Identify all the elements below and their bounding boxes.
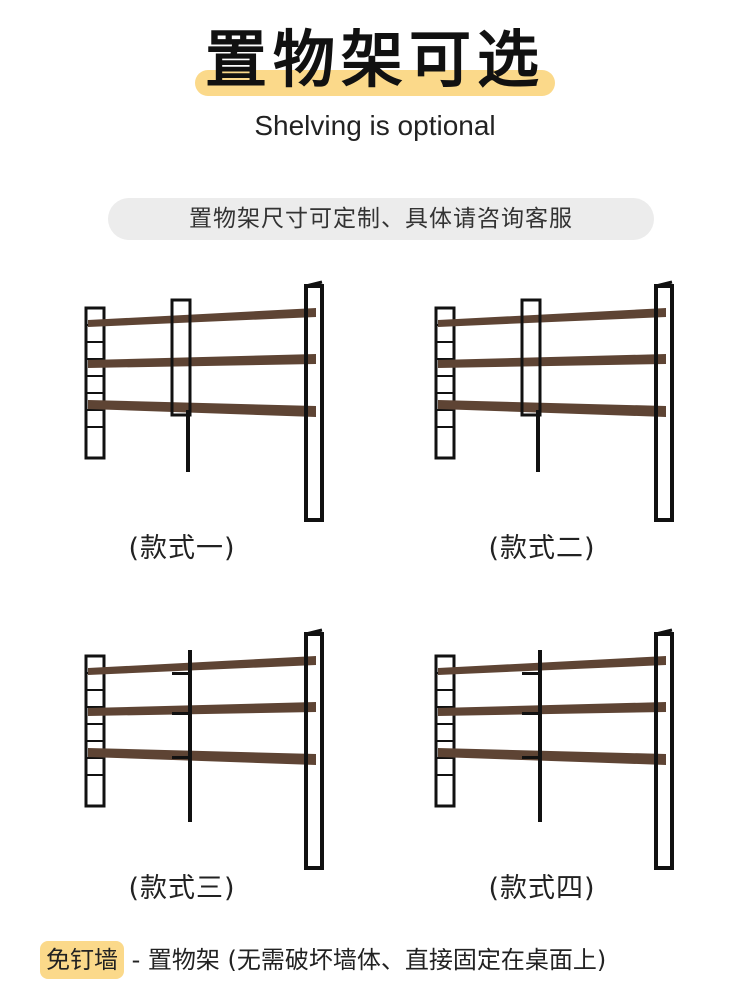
- left-ladder-frame: [84, 654, 106, 808]
- wood-shelf-board: [88, 702, 316, 716]
- wood-shelf-board: [88, 656, 316, 675]
- left-ladder-frame: [84, 306, 106, 460]
- wood-shelf-board: [88, 308, 316, 327]
- wood-shelf-board: [438, 748, 666, 765]
- shelf-style-4-image: [430, 628, 680, 873]
- left-ladder-frame: [434, 654, 456, 808]
- post-bracket: [172, 756, 192, 759]
- wood-shelf-board: [88, 748, 316, 765]
- title-area: 置物架可选: [0, 22, 750, 98]
- middle-leg: [186, 410, 190, 472]
- page-title: 置物架可选: [194, 22, 555, 98]
- post-bracket: [522, 712, 542, 715]
- middle-post: [188, 650, 192, 822]
- right-tall-frame: [654, 632, 674, 870]
- page-subtitle: Shelving is optional: [254, 110, 496, 141]
- wood-shelf-board: [438, 400, 666, 417]
- middle-leg: [536, 410, 540, 472]
- middle-post: [538, 650, 542, 822]
- right-frame-top: [655, 280, 673, 288]
- right-frame-top: [305, 280, 323, 288]
- right-tall-frame: [304, 284, 324, 522]
- right-tall-frame: [654, 284, 674, 522]
- footer-note: 免钉墙 - 置物架 (无需破坏墙体、直接固定在桌面上): [40, 940, 720, 980]
- customization-notice: 置物架尺寸可定制、具体请咨询客服: [108, 198, 654, 240]
- wood-shelf-board: [438, 308, 666, 327]
- shelf-style-3-drawing: [84, 628, 324, 870]
- wood-shelf-board: [88, 354, 316, 368]
- post-bracket: [522, 672, 542, 675]
- style-4-caption: (款式四): [488, 873, 596, 904]
- right-tall-frame: [304, 632, 324, 870]
- post-bracket: [172, 712, 192, 715]
- footer-text: - 置物架 (无需破坏墙体、直接固定在桌面上): [124, 946, 607, 974]
- style-3-caption: (款式三): [128, 873, 236, 904]
- post-bracket: [172, 672, 192, 675]
- shelf-style-1-drawing: [84, 280, 324, 522]
- no-drill-tag: 免钉墙: [40, 941, 124, 979]
- middle-frame: [170, 298, 192, 417]
- shelf-style-1-image: [80, 280, 330, 525]
- style-1-caption: (款式一): [128, 533, 236, 564]
- left-ladder-frame: [434, 306, 456, 460]
- post-bracket: [522, 756, 542, 759]
- shelf-style-4-drawing: [434, 628, 674, 870]
- right-frame-top: [655, 628, 673, 636]
- wood-shelf-board: [438, 702, 666, 716]
- wood-shelf-board: [438, 656, 666, 675]
- style-2-caption: (款式二): [488, 533, 596, 564]
- wood-shelf-board: [88, 400, 316, 417]
- middle-frame: [520, 298, 542, 417]
- page-title-text: 置物架可选: [204, 23, 545, 96]
- shelf-style-3-image: [80, 628, 330, 873]
- wood-shelf-board: [438, 354, 666, 368]
- shelf-style-2-drawing: [434, 280, 674, 522]
- right-frame-top: [305, 628, 323, 636]
- shelf-style-2-image: [430, 280, 680, 525]
